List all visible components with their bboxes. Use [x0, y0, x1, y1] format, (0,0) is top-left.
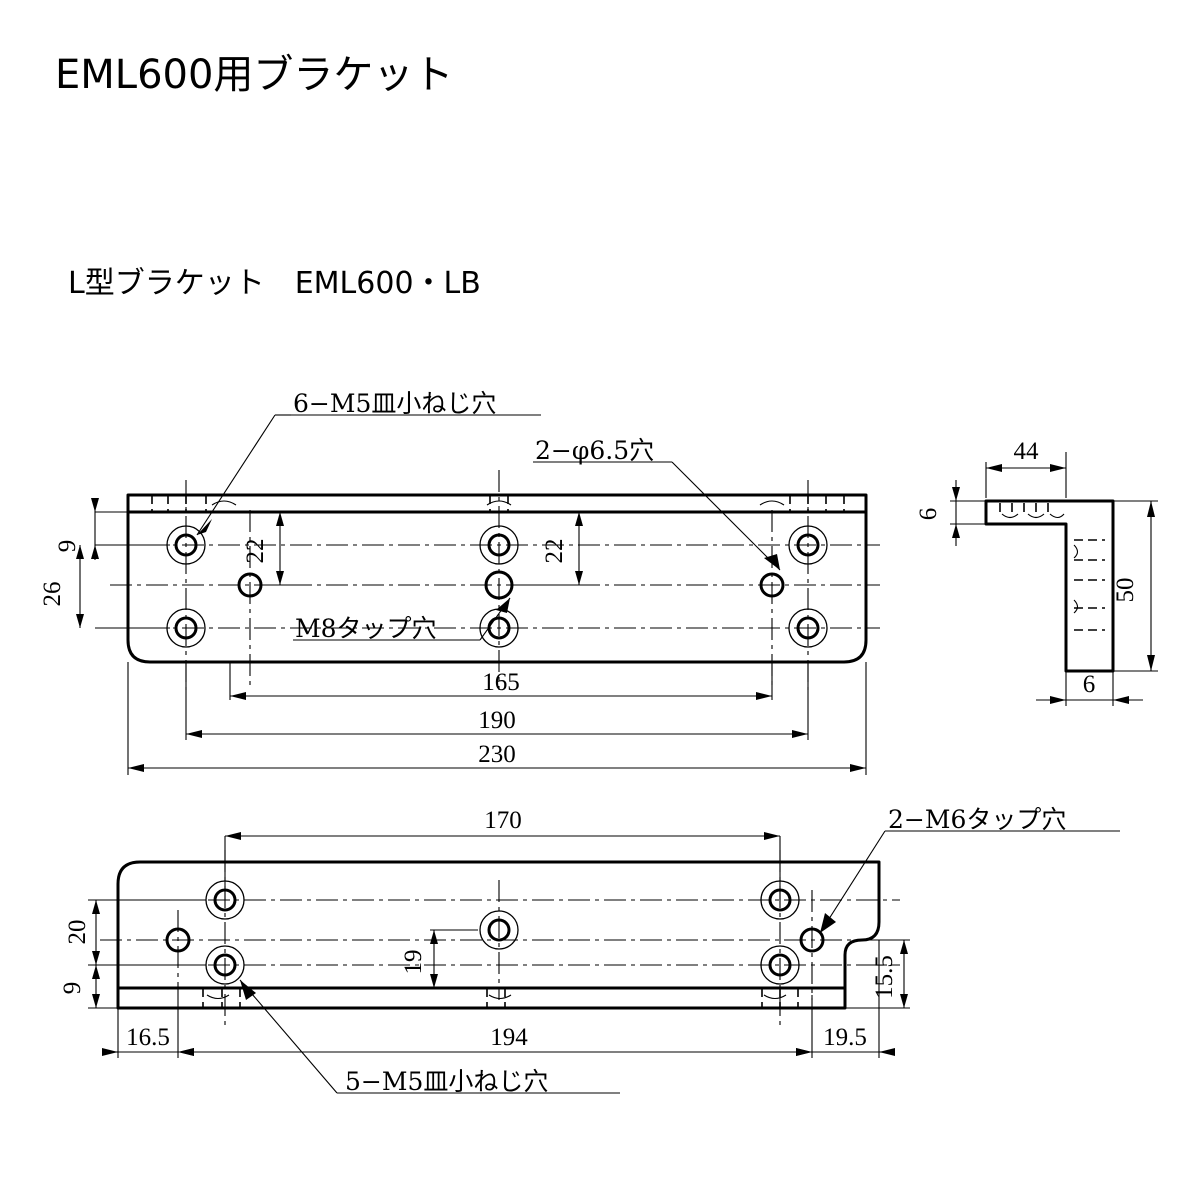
label-6-m5-countersunk: 6−M5皿小ねじ穴 [293, 389, 496, 418]
dim-9-bottom: 9 [59, 982, 86, 995]
dim-194: 194 [490, 1024, 528, 1051]
bottom-view-m6-tap-holes [165, 927, 825, 953]
top-view-plate-outline [126, 510, 868, 664]
countersunk-hole [788, 525, 828, 565]
dim-50: 50 [1112, 578, 1139, 603]
label-2-phi65-hole: 2−φ6.5穴 [535, 436, 654, 465]
top-view-hidden-lines [151, 495, 845, 512]
dim-44: 44 [1014, 438, 1040, 465]
top-view-vertical-dims: 9 26 [39, 498, 170, 629]
dim-230: 230 [478, 741, 516, 768]
bottom-view-dim-170: 170 [224, 807, 781, 900]
countersunk-hole [760, 945, 800, 985]
side-view-group: 44 6 50 [915, 438, 1158, 706]
label-m8-tap-hole: M8タップ穴 [295, 614, 437, 643]
bottom-view-dim-19: 19 [400, 929, 478, 989]
side-view-dim-44: 44 [985, 438, 1067, 498]
dim-22-left: 22 [242, 539, 269, 564]
dim-6-leg: 6 [1083, 671, 1096, 698]
label-5-m5-countersunk: 5−M5皿小ねじ穴 [345, 1067, 548, 1096]
bottom-view-plate-outline [116, 860, 881, 990]
top-view-group: 6−M5皿小ねじ穴 2−φ6.5穴 M8タップ穴 9 26 [39, 389, 880, 775]
bottom-view-horizontal-dims: 16.5 194 19.5 [102, 940, 895, 1058]
dim-19-5: 19.5 [823, 1024, 867, 1051]
dim-6-flange: 6 [915, 508, 942, 521]
bottom-view-leaders: 2−M6タップ穴 5−M5皿小ねじ穴 [239, 805, 1120, 1096]
dim-9-top: 9 [54, 540, 81, 553]
bottom-view-flange-edge [116, 986, 847, 1010]
side-view-dim-6-top: 6 [915, 480, 986, 546]
page-title: EML600用ブラケット [55, 52, 454, 98]
countersunk-hole [479, 910, 519, 950]
top-view-m8-tap-hole [484, 570, 514, 600]
bottom-view-group: 170 [59, 805, 1120, 1096]
top-view-flange-edge [126, 493, 868, 514]
top-view-horizontal-dims: 165 190 230 [127, 662, 867, 775]
dim-165: 165 [482, 669, 520, 696]
label-2-m6-tap: 2−M6タップ穴 [888, 805, 1066, 834]
dim-19: 19 [400, 950, 427, 975]
side-view-l-profile [984, 499, 1115, 673]
bottom-view-hidden-lines [202, 988, 799, 1008]
countersunk-hole [788, 608, 828, 648]
dim-170: 170 [484, 807, 522, 834]
dim-26-top: 26 [39, 582, 66, 607]
side-view-dim-6-leg: 6 [1036, 671, 1143, 706]
side-view-hidden-lines [999, 503, 1105, 631]
bottom-view-dim-155: 15.5 [845, 939, 910, 1009]
dim-20: 20 [64, 920, 91, 945]
drawing-subtitle: L型ブラケット EML600・LB [68, 266, 481, 301]
dim-190: 190 [478, 707, 516, 734]
dim-15-5: 15.5 [871, 955, 898, 999]
top-view-leaders [196, 414, 781, 641]
side-view-dim-50: 50 [1112, 500, 1158, 672]
top-view-22-dims: 22 22 [242, 511, 591, 586]
dim-16-5: 16.5 [126, 1024, 170, 1051]
bottom-view-countersunk-holes [205, 880, 800, 985]
countersunk-hole [479, 525, 519, 565]
countersunk-hole [760, 880, 800, 920]
bottom-view-vertical-dims: 20 9 [59, 899, 206, 1009]
top-view-through-holes [237, 572, 785, 598]
dim-22-right: 22 [541, 539, 568, 564]
